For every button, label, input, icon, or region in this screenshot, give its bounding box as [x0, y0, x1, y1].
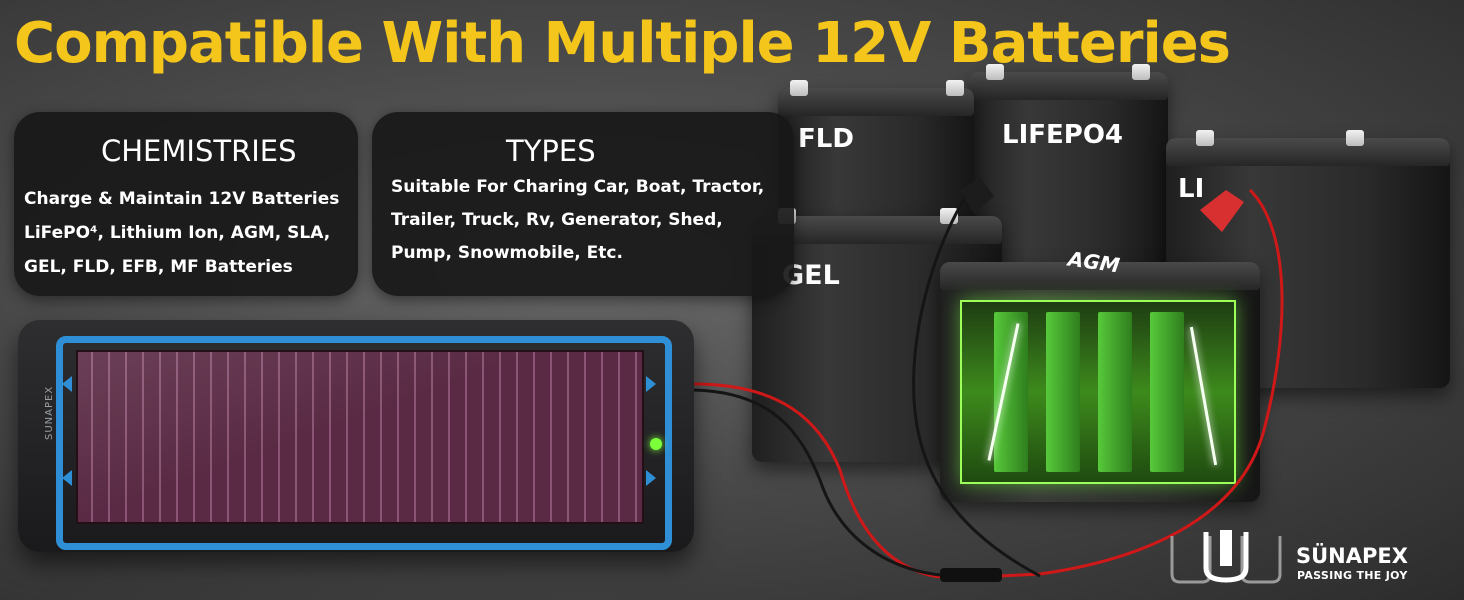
- chemistries-line: GEL, FLD, EFB, MF Batteries: [24, 257, 293, 277]
- corner-notch-icon: [646, 376, 656, 392]
- types-title: TYPES: [506, 134, 596, 168]
- battery-terminal: [1196, 130, 1214, 146]
- brand-tagline: PASSING THE JOY: [1297, 569, 1408, 582]
- battery-label-li: LI: [1178, 174, 1205, 204]
- chemistries-body: Charge & Maintain 12V Batteries LiFePO⁴,…: [24, 188, 354, 288]
- corner-notch-icon: [646, 470, 656, 486]
- headline: Compatible With Multiple 12V Batteries: [14, 11, 1231, 76]
- solar-panel-frame: [56, 336, 672, 550]
- battery-cell: [1150, 312, 1184, 472]
- battery-terminal: [986, 64, 1004, 80]
- types-line: Suitable For Charing Car, Boat, Tractor,: [391, 177, 765, 197]
- corner-notch-icon: [62, 470, 72, 486]
- battery-agm-cutaway: [960, 300, 1236, 484]
- battery-label-lifepo4: LIFEPO4: [1002, 120, 1124, 150]
- battery-terminal: [1132, 64, 1150, 80]
- battery-cell: [1046, 312, 1080, 472]
- chemistries-title: CHEMISTRIES: [101, 134, 297, 168]
- types-body: Suitable For Charing Car, Boat, Tractor,…: [391, 176, 791, 276]
- solar-panel-brand: SUNAPEX: [44, 385, 55, 440]
- battery-terminal: [946, 80, 964, 96]
- charge-indicator-led-icon: [650, 438, 662, 450]
- battery-terminal: [1346, 130, 1364, 146]
- types-card: TYPES Suitable For Charing Car, Boat, Tr…: [372, 112, 794, 296]
- sunapex-logo-icon: [1170, 530, 1282, 584]
- battery-lid: [778, 88, 974, 116]
- corner-notch-icon: [62, 376, 72, 392]
- chemistries-card: CHEMISTRIES Charge & Maintain 12V Batter…: [14, 112, 358, 296]
- types-line: Pump, Snowmobile, Etc.: [391, 243, 623, 263]
- battery-terminal: [790, 80, 808, 96]
- solar-panel-cells: [76, 350, 644, 524]
- chemistries-line: Charge & Maintain 12V Batteries: [24, 189, 340, 209]
- battery-lid: [940, 262, 1260, 290]
- black-clamp-icon: [960, 178, 994, 214]
- solar-panel: SUNAPEX: [18, 320, 694, 552]
- red-clamp-icon: [1200, 190, 1244, 232]
- chemistries-line: LiFePO⁴, Lithium Ion, AGM, SLA,: [24, 223, 331, 243]
- battery-cell: [994, 312, 1028, 472]
- battery-cell: [1098, 312, 1132, 472]
- types-line: Trailer, Truck, Rv, Generator, Shed,: [391, 210, 723, 230]
- brand-name: SÜNAPEX: [1296, 544, 1408, 568]
- battery-label-fld: FLD: [798, 124, 854, 154]
